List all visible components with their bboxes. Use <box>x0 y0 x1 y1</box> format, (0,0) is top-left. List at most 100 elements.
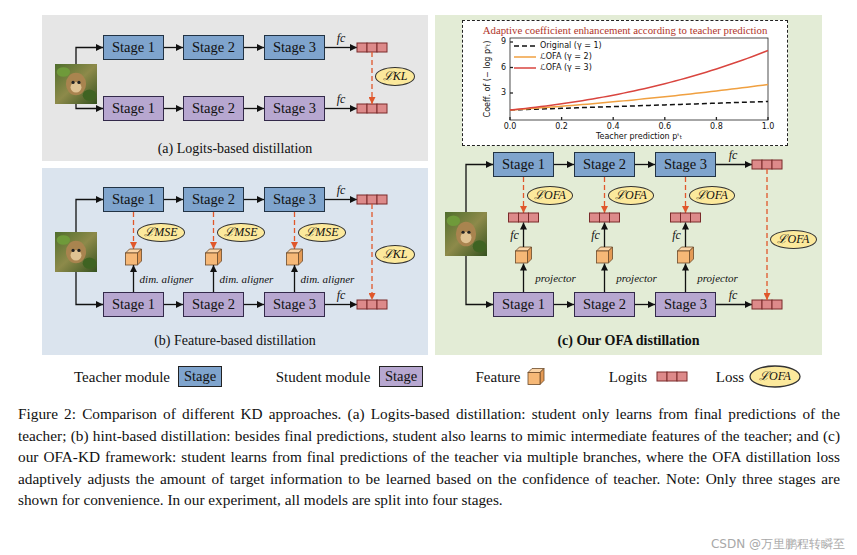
cube-front <box>597 251 609 263</box>
cube-side <box>299 249 303 265</box>
loss-label: ℒMSE <box>305 226 338 240</box>
tick-label: 0.4 <box>607 122 620 131</box>
cube-front <box>126 253 138 265</box>
figure-caption: Figure 2: Comparison of different KD app… <box>18 403 840 511</box>
stage-arrow <box>244 47 264 48</box>
feature-cube <box>597 247 613 263</box>
stage-label: Stage 3 <box>273 39 316 56</box>
logits-cell <box>357 195 367 204</box>
input-arrow <box>76 104 103 109</box>
leaf <box>57 67 70 77</box>
loss-label: ℒOFA <box>615 189 647 203</box>
stage-label: Stage 2 <box>192 100 235 117</box>
x-tick <box>767 117 768 120</box>
legend-text: Student module <box>276 368 371 385</box>
student-stage: Stage 3 <box>655 292 716 317</box>
logits-cell <box>357 43 367 52</box>
teacher-stage: Stage 3 <box>264 187 325 212</box>
logits-cell <box>367 195 377 204</box>
stage-label: Stage 1 <box>112 296 155 313</box>
branch-arrow <box>523 177 524 213</box>
fc-arrow <box>325 199 357 200</box>
cube-front <box>678 251 690 263</box>
stage-arrow <box>635 164 655 165</box>
input-image <box>55 232 97 272</box>
branch-arrow <box>685 177 686 213</box>
stage-arrow <box>244 304 264 305</box>
fc-label: fc <box>510 229 519 242</box>
loss-label: ℒKL <box>383 70 408 84</box>
tick-label: 0.6 <box>658 122 671 131</box>
logits-cell <box>367 300 377 309</box>
x-tick <box>509 117 510 120</box>
x-tick <box>664 117 665 120</box>
logits-cell <box>377 104 387 113</box>
stage-arrow <box>244 199 264 200</box>
fc-arrow <box>716 304 752 305</box>
stage-label: Stage 3 <box>273 191 316 208</box>
monkey-head <box>66 73 86 95</box>
student-stage: Stage 2 <box>574 292 635 317</box>
projector-label: dim. aligner <box>140 273 194 285</box>
feature-cube <box>287 249 303 265</box>
leaf <box>83 258 96 269</box>
cube-side <box>528 247 532 263</box>
teacher-stage: Stage 1 <box>493 152 554 177</box>
student-stage: Stage 3 <box>264 292 325 317</box>
legend-text: Logits <box>609 368 647 385</box>
legend-text: Original (γ = 1) <box>540 42 602 51</box>
input-arrow <box>76 200 103 233</box>
branch-fc-arrow <box>685 223 686 248</box>
legend-line-sample <box>514 45 536 47</box>
logits-cell <box>681 213 691 222</box>
stage-arrow <box>244 108 264 109</box>
cube-front <box>206 253 218 265</box>
tick-label: 6 <box>501 63 506 72</box>
teacher-stage: Stage 3 <box>264 35 325 60</box>
hint-arrow <box>213 212 214 249</box>
logits-cell <box>752 160 762 169</box>
tick-label: 0.8 <box>710 122 723 131</box>
swatch-label: Stage <box>385 369 417 385</box>
logits-cell <box>657 372 667 381</box>
coefficient-curve <box>510 51 768 111</box>
projector-label: projector <box>616 272 657 284</box>
projector-arrow <box>604 264 605 293</box>
stage-label: Stage 1 <box>112 191 155 208</box>
monkey-eye <box>71 249 74 252</box>
x-tick <box>561 117 562 120</box>
monkey-head <box>456 222 476 247</box>
stage-label: Stage 3 <box>273 296 316 313</box>
projector-arrow <box>685 264 686 293</box>
stage-arrow <box>164 304 183 305</box>
fc-arrow <box>325 108 357 109</box>
input-arrow <box>76 48 103 65</box>
logits-cell <box>377 195 387 204</box>
x-tick <box>716 117 717 120</box>
swatch-label: Stage <box>184 369 216 385</box>
y-tick <box>510 41 513 42</box>
tick-label: 1.0 <box>762 122 775 131</box>
feature-cube <box>678 247 694 263</box>
teacher-stage: Stage 3 <box>655 152 716 177</box>
input-arrow <box>466 165 493 213</box>
stage-label: Stage 2 <box>192 39 235 56</box>
logits-cell <box>762 160 772 169</box>
cube-front <box>287 253 299 265</box>
logits-cell <box>762 300 772 309</box>
student-stage: Stage 2 <box>183 292 244 317</box>
y-tick <box>510 67 513 68</box>
loss-oval: ℒOFA <box>527 186 574 205</box>
leaf <box>473 240 486 252</box>
logits-cell <box>377 43 387 52</box>
cube-side <box>218 249 222 265</box>
stage-label: Stage 2 <box>583 156 626 173</box>
fc-label: fc <box>337 289 346 302</box>
tick-label: 3 <box>501 89 506 98</box>
stage-label: Stage 1 <box>112 100 155 117</box>
loss-oval: ℒMSE <box>217 223 266 242</box>
fc-label: fc <box>729 289 738 302</box>
feature-cube <box>528 369 544 385</box>
panel-heading: (a) Logits-based distillation <box>158 141 313 157</box>
